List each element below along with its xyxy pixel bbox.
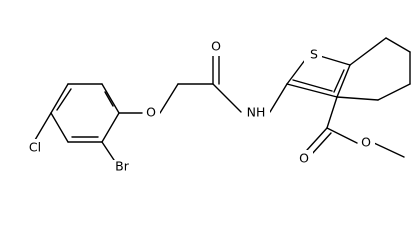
bond-ring1-d: [50, 112, 69, 143]
ester-carbonyl-oxygen-label: O: [299, 151, 309, 166]
ester-oxygen-label: O: [361, 135, 371, 150]
bond-hex-4: [377, 83, 411, 101]
bond-thio-2: [319, 55, 351, 66]
bond-hex-5: [336, 96, 379, 101]
bond-ring1-double-3: [56, 88, 72, 111]
chlorine-label-bg: [23, 139, 47, 157]
amide-nh-label: NH: [247, 105, 266, 120]
bond-to-cl: [34, 112, 52, 141]
amide-nh-label-bg: [242, 104, 270, 122]
bond-ring-ester: [326, 96, 338, 129]
bond-ester-o: [326, 127, 358, 144]
bond-nh-thiophene: [269, 83, 288, 113]
bond-thio-double-2: [333, 69, 345, 93]
ether-oxygen-label: O: [146, 105, 156, 120]
bond-ring1-double-1: [104, 91, 114, 107]
bond-ring1-e: [50, 83, 69, 114]
bond-ester-carbonyl: [306, 127, 328, 151]
bond-thio-3: [336, 64, 351, 98]
amide-oxygen-label-bg: [208, 38, 225, 56]
bond-thio-4: [286, 83, 338, 98]
ether-oxygen-label-bg: [143, 104, 160, 122]
bond-hex-2: [385, 37, 411, 53]
atom-labels: S O O NH O O Br Cl: [23, 38, 375, 175]
bond-ring1-b: [101, 112, 120, 143]
bond-group: [34, 37, 411, 164]
ester-oxygen-label-bg: [358, 134, 375, 152]
ester-carbonyl-oxygen-label-bg: [296, 150, 313, 168]
structure-svg: S O O NH O O Br Cl: [23, 37, 411, 175]
sulfur-label-bg: [304, 45, 322, 63]
molecule-diagram: S O O NH O O Br Cl: [23, 37, 411, 175]
bromine-label: Br: [115, 159, 130, 174]
chlorine-label: Cl: [29, 140, 41, 155]
bond-carbonyl-nh: [212, 83, 242, 113]
bond-ether-o-ch2: [159, 83, 179, 114]
bond-hex-1: [349, 37, 387, 66]
bond-thio-double-1: [292, 79, 333, 92]
bond-methyl: [373, 142, 405, 158]
amide-oxygen-label: O: [211, 39, 221, 54]
sulfur-label: S: [310, 47, 318, 62]
bond-to-br: [101, 141, 117, 164]
bond-ring1-a: [101, 83, 120, 114]
bond-ester-carbonyl-double: [310, 132, 332, 156]
bromine-label-bg: [110, 160, 134, 175]
